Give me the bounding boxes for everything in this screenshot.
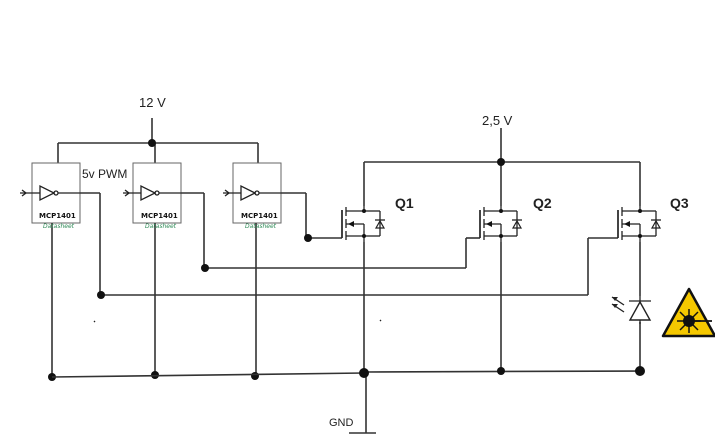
laser-warning-icon [661,287,715,338]
gnd-label: GND [329,417,354,429]
supply-label: 2,5 V [482,113,513,128]
driver-3-sublabel: Datasheet [245,223,276,230]
q3-label: Q3 [670,195,689,211]
driver-1-sublabel: Datasheet [43,223,74,230]
vdd-rail-wires [57,118,259,163]
laser-diode [611,296,652,324]
driver-ic-3 [223,162,282,224]
mosfet-q2 [479,206,523,242]
driver-ground-wires [48,223,259,381]
supply-rail-wires [363,128,641,206]
vdd-label: 12 V [139,95,166,110]
driver-2-sublabel: Datasheet [145,223,176,230]
driver-1-part: MCP1401 [39,212,76,220]
driver-3-part: MCP1401 [241,212,278,220]
driver-ic-2 [123,162,182,224]
driver-2-part: MCP1401 [141,212,178,220]
pwm-label: 5v PWM [82,167,128,181]
q2-label: Q2 [533,195,552,211]
supply-junction-dot [497,158,505,166]
mosfet-q3 [617,206,662,242]
stray-marks [93,319,382,323]
q1-label: Q1 [395,195,414,211]
mosfet-q1 [341,206,386,242]
vdd-junction-dot [148,139,156,147]
ground-bus [51,366,645,434]
driver-ic-1 [20,162,81,224]
source-wires [363,242,641,372]
